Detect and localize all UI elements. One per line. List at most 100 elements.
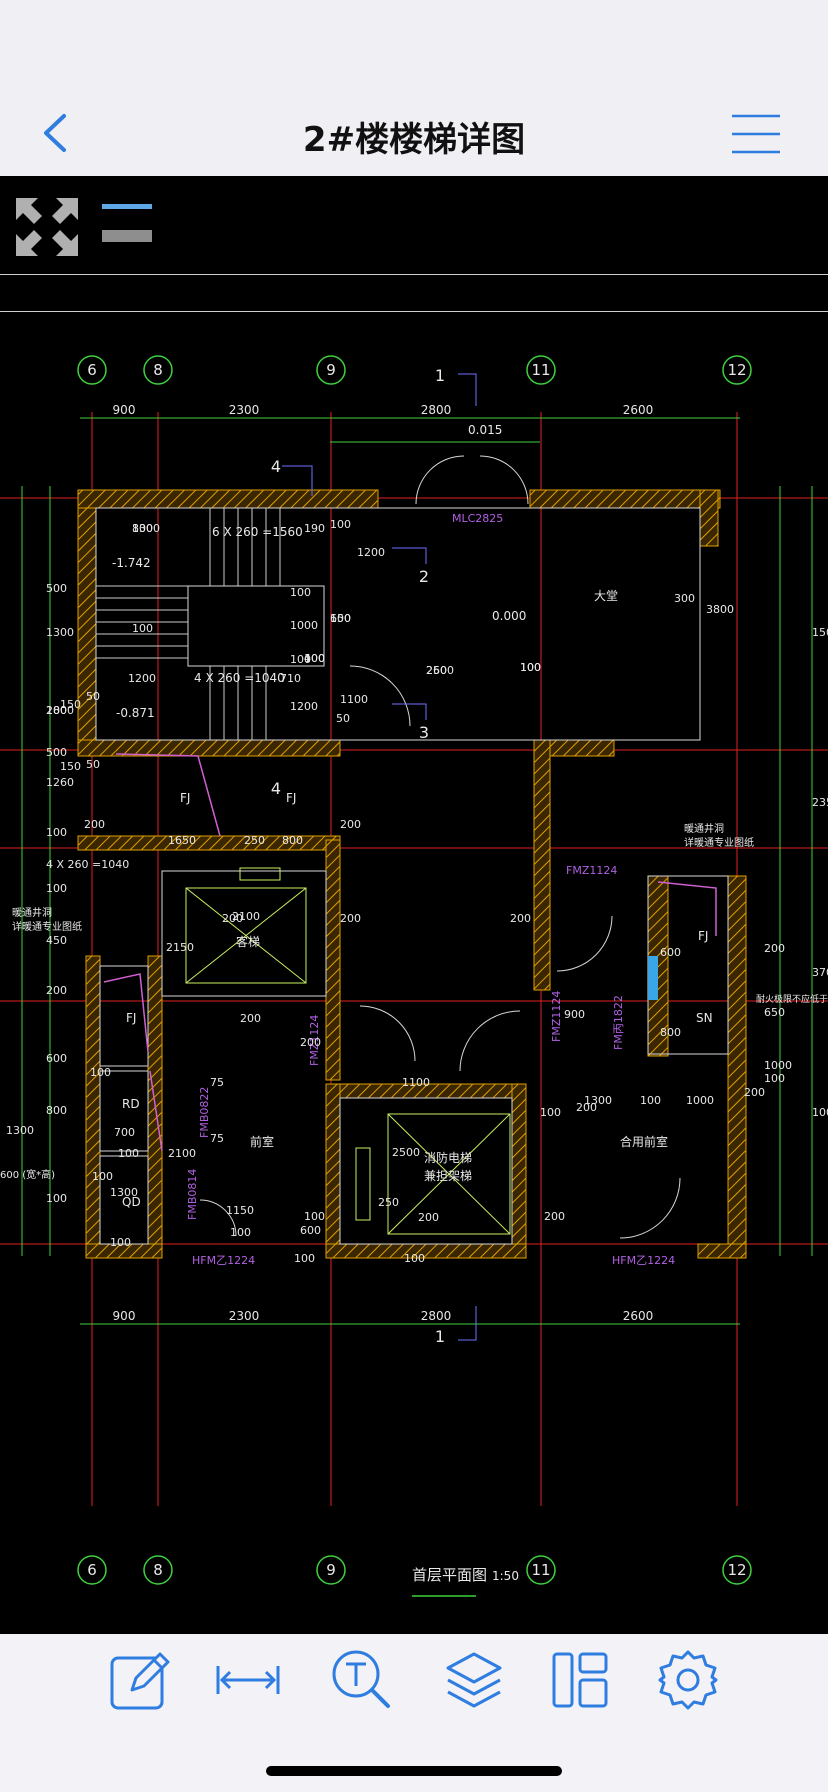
room-label: FJ [126, 1011, 136, 1025]
dimension-label: 1200 [128, 672, 156, 685]
dimension-label: 100 [330, 612, 351, 625]
note-label: 600 (宽*高) [0, 1168, 55, 1181]
dimension-label: 100 [294, 1252, 315, 1265]
dimension-label: 250 [244, 834, 265, 847]
dimension-label: 700 [114, 1126, 135, 1139]
dimension-label: 100 [520, 661, 541, 674]
dimension-label: 1500 [812, 626, 828, 639]
dimension-label: 650 [764, 1006, 785, 1019]
dimension-label: 3700 [812, 966, 828, 979]
expand-arrows-icon [16, 198, 78, 256]
dimension-label: 200 [510, 912, 531, 925]
axis-label: 6 [87, 361, 97, 379]
door-tag: FMZ1124 [550, 991, 563, 1042]
dimension-label: 100 [118, 1147, 139, 1160]
room-label: FJ [698, 929, 708, 943]
dimension-label: 200 [300, 1036, 321, 1049]
door-tag: FMZ1124 [566, 864, 617, 877]
dimension-label: 200 [544, 1210, 565, 1223]
divider-line [0, 311, 828, 312]
axis-label: 9 [326, 361, 336, 379]
dimension-label: 100 [290, 653, 311, 666]
dimension-label: 1000 [812, 1106, 828, 1119]
section-mark: 4 [271, 457, 281, 476]
level-label: -1.742 [112, 556, 151, 570]
menu-button[interactable] [728, 112, 784, 156]
stair-dimension: 4 X 260 =1040 [194, 671, 285, 685]
dimension-label: 2100 [232, 910, 260, 923]
cad-drawing-canvas[interactable]: 6 8 9 11 12 6 8 9 11 12 900 2300 2800 26… [0, 176, 828, 1634]
room-label: FJ [286, 791, 296, 805]
axis-label: 9 [326, 1561, 336, 1579]
dimension-label: 2600 [623, 1309, 654, 1323]
settings-gear-icon [658, 1650, 718, 1710]
elevator-label: 消防电梯 [424, 1150, 472, 1165]
dimension-label: 300 [674, 592, 695, 605]
dimension-label: 100 [640, 1094, 661, 1107]
axis-label: 12 [727, 361, 746, 379]
page-title: 2#楼楼梯详图 [302, 120, 526, 160]
dimension-label: 1300 [584, 1094, 612, 1107]
dimension-label: 800 [46, 1104, 67, 1117]
dimension-label: 100 [540, 1106, 561, 1119]
dimension-label: 150 [60, 698, 81, 711]
layers-icon [446, 1652, 502, 1708]
dimension-label: 2350 [812, 796, 828, 809]
stair-dimension: 6 X 260 =1560 [212, 525, 303, 539]
floor-plan-drawing: 6 8 9 11 12 6 8 9 11 12 900 2300 2800 26… [0, 355, 828, 1597]
dimension-label: 100 [46, 1192, 67, 1205]
room-label: 合用前室 [620, 1134, 668, 1149]
dimension-label: 50 [86, 690, 100, 703]
dimension-label: 800 [132, 522, 153, 535]
axis-label: 8 [153, 1561, 163, 1579]
dimension-label: 1260 [46, 776, 74, 789]
dimension-label: 100 [110, 1236, 131, 1249]
edit-button[interactable] [108, 1648, 172, 1712]
dimension-label: 100 [46, 704, 67, 717]
dimension-label: 900 [564, 1008, 585, 1021]
dimension-label: 450 [46, 934, 67, 947]
dimension-label: 1200 [357, 546, 385, 559]
dimension-label: 1650 [168, 834, 196, 847]
section-mark: 1 [435, 1327, 445, 1346]
dimension-label: 200 [84, 818, 105, 831]
room-label: QD [122, 1195, 141, 1209]
dimension-label: 200 [418, 1211, 439, 1224]
room-label: FJ [180, 791, 190, 805]
dimension-label: 1300 [110, 1186, 138, 1199]
fullscreen-button[interactable] [14, 196, 80, 258]
dimension-label: 150 [60, 760, 81, 773]
back-button[interactable] [36, 108, 76, 158]
layout-button[interactable] [548, 1648, 612, 1712]
level-label: 0.015 [468, 423, 502, 437]
dimension-label: 1100 [340, 693, 368, 706]
dimension-label: 800 [660, 1026, 681, 1039]
dimension-label: 600 [46, 1052, 67, 1065]
dimension-label: 1300 [6, 1124, 34, 1137]
section-mark: 1 [435, 366, 445, 385]
dimension-label: 1200 [290, 700, 318, 713]
home-indicator [266, 1766, 562, 1776]
settings-button[interactable] [656, 1648, 720, 1712]
hamburger-menu-icon [732, 114, 780, 154]
lobby-label: 大堂 [594, 589, 618, 603]
dimension-label: 500 [46, 746, 67, 759]
note-label: 暖通井洞 [684, 822, 724, 835]
dimension-label: 100 [304, 1210, 325, 1223]
dimension-label: 1100 [402, 1076, 430, 1089]
dimension-label: 100 [230, 1226, 251, 1239]
dimension-label: 200 [240, 1012, 261, 1025]
dimension-label: 100 [330, 518, 351, 531]
dimension-label: 200 [576, 1101, 597, 1114]
layers-button[interactable] [442, 1648, 506, 1712]
measure-button[interactable] [216, 1648, 280, 1712]
layer-toggle-button[interactable] [100, 202, 156, 242]
dimension-label: 100 [290, 586, 311, 599]
dimension-label: 3800 [706, 603, 734, 616]
dimension-label: 4 X 260 =1040 [46, 858, 129, 871]
text-search-button[interactable] [330, 1648, 394, 1712]
dimension-label: 400 [304, 652, 325, 665]
dimension-label: 100 [132, 622, 153, 635]
edit-pencil-icon [110, 1652, 170, 1710]
dimension-label: 1300 [132, 522, 160, 535]
